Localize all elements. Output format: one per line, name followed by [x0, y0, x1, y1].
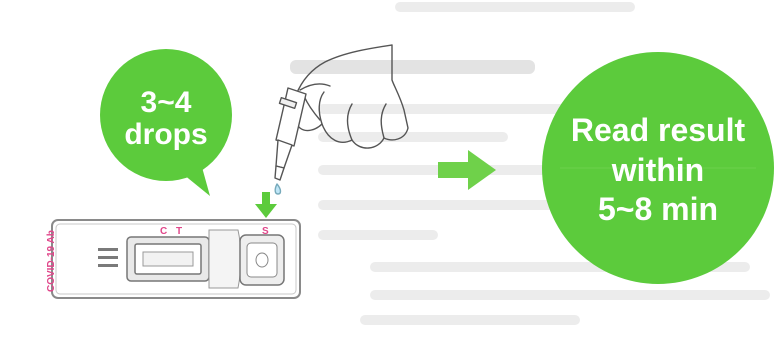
test-line-mark: T — [176, 226, 182, 237]
time-range-text: 5~8 min — [548, 192, 768, 226]
within-text: within — [548, 153, 768, 187]
result-window — [127, 237, 209, 281]
sample-well-mark: S — [262, 226, 269, 237]
cassette-grip-marks — [98, 248, 118, 267]
read-result-text: Read result — [548, 113, 768, 147]
cassette-brand-label: COVID-19 Ab — [46, 230, 57, 292]
drops-unit-text: drops — [101, 120, 231, 150]
next-step-arrow-icon — [438, 150, 496, 190]
drops-amount-text: 3~4 — [101, 88, 231, 118]
drop-arrow-icon — [255, 192, 277, 218]
control-line-mark: C — [160, 226, 167, 237]
dropper-icon — [275, 88, 306, 180]
sample-well — [240, 235, 284, 285]
